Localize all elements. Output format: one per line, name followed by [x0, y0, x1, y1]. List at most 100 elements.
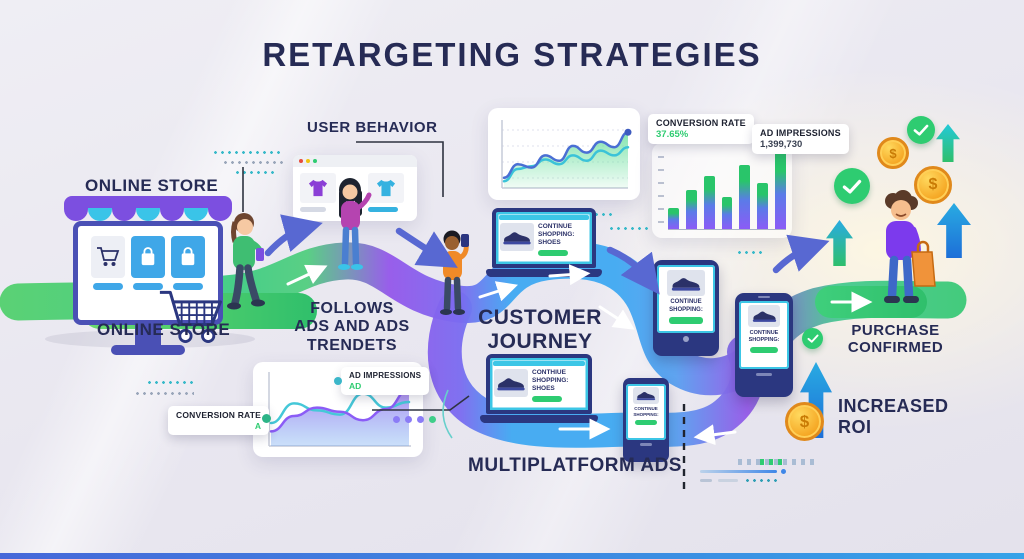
- check-icon: [834, 168, 870, 204]
- online-store-label-top: ONLINE STORE: [85, 176, 219, 195]
- laptop-retargeting-ad-top: CONTINUE SHOPPING: SHOES: [486, 208, 602, 277]
- ad-impressions-bar-chart-card: [652, 143, 792, 238]
- laptop-base: [486, 269, 602, 277]
- price-pill: [173, 283, 203, 290]
- browsing-woman-figure: [338, 178, 372, 270]
- bar-chart-bars: [668, 149, 787, 230]
- cta-button: [669, 317, 703, 324]
- ad-impressions-badge: AD IMPRESSIONS 1,399,730: [752, 124, 849, 154]
- bar: [721, 197, 733, 229]
- maximize-icon: [313, 159, 317, 163]
- dash-decoration: [718, 479, 738, 482]
- browser-titlebar: [293, 155, 417, 167]
- sneaker-icon: [636, 391, 656, 401]
- cta-button: [750, 346, 778, 353]
- awning-scallops: [64, 208, 232, 221]
- conversion-rate-badge-bottom: CONVERSION RATE A: [168, 406, 270, 435]
- bag-product-card: [131, 236, 165, 278]
- conversion-rate-badge: CONVERSION RATE 37.65%: [648, 114, 754, 144]
- buyer-figure: [884, 190, 936, 303]
- home-button: [640, 443, 652, 446]
- awning-top-bar: [64, 196, 232, 208]
- progress-dot: [781, 469, 786, 474]
- bar: [685, 190, 697, 229]
- label-pill: [300, 207, 326, 212]
- online-storefront: [64, 196, 232, 355]
- buy-pill: [368, 207, 398, 212]
- dots-decoration: [212, 150, 284, 155]
- store-monitor: [73, 221, 223, 325]
- bar: [739, 165, 751, 229]
- dollar-coin-icon: $: [785, 402, 824, 441]
- tshirt-icon: [308, 179, 328, 197]
- dollar-coin-icon: $: [914, 166, 952, 204]
- walking-shopper-figure: [227, 213, 265, 310]
- phone-user-figure: [440, 230, 469, 315]
- dots-decoration: [608, 226, 650, 231]
- bar: [757, 183, 769, 229]
- tshirt-icon: [376, 179, 396, 197]
- bag-product-card: [171, 236, 205, 278]
- cta-button: [532, 396, 562, 403]
- shopping-bag-icon: [141, 247, 155, 266]
- dots-decoration: [146, 380, 194, 385]
- cart-product-card: [91, 236, 125, 278]
- browser-bar: [499, 215, 589, 220]
- laptop-retargeting-ad-bottom: CONTHIUE SHOPPING: SHOES: [480, 354, 598, 423]
- multiplatform-ads-label: MULTIPLATFORM ADS: [468, 455, 682, 476]
- shopping-bag-icon: [181, 247, 195, 266]
- sneaker-icon: [752, 311, 776, 322]
- tshirt-product-card: [300, 173, 336, 203]
- tshirt-product-card: [368, 173, 404, 203]
- home-button: [683, 336, 689, 342]
- purchase-confirmed-label: PURCHASE CONFIRMED: [847, 322, 944, 357]
- shopping-cart-large: [159, 290, 222, 344]
- page-title: RETARGETING STRATEGIES: [262, 36, 762, 73]
- bar: [703, 176, 715, 229]
- customer-journey-label: CUSTOMER JOURNEY: [478, 306, 602, 354]
- price-pill: [133, 283, 163, 290]
- follows-ads-label: FOLLOWS ADS AND ADS TRENDETS: [294, 300, 410, 354]
- progress-line-decoration: [700, 470, 777, 473]
- online-store-label-bottom: ONLINE STORE: [97, 320, 231, 339]
- bar: [775, 152, 787, 229]
- price-pill: [93, 283, 123, 290]
- close-icon: [299, 159, 303, 163]
- bottom-accent-bar: [0, 553, 1024, 559]
- dots-decoration: [393, 416, 436, 423]
- phone-retargeting-ad-bottom: CONTINUE SHOPPING:: [623, 378, 669, 462]
- speaker: [758, 296, 770, 298]
- monitor-stand: [135, 325, 161, 345]
- dots-decoration: [222, 160, 286, 165]
- check-icon: [907, 116, 935, 144]
- bar: [668, 208, 679, 229]
- phone-retargeting-ad-right: CONTINUE SHOPPING:: [735, 293, 793, 397]
- sneaker-icon: [671, 277, 701, 291]
- cta-button: [635, 420, 657, 426]
- monitor-base: [111, 345, 185, 355]
- browser-bar: [493, 361, 585, 366]
- dots-decoration: [586, 212, 614, 217]
- dots-decoration: [744, 478, 780, 483]
- dashes-decoration-green: [760, 459, 782, 465]
- minimize-icon: [306, 159, 310, 163]
- dots-decoration: [134, 391, 194, 396]
- cta-button: [538, 250, 568, 257]
- bar-chart-axis-ticks: [658, 156, 664, 223]
- dots-decoration: [234, 170, 276, 175]
- sneaker-icon: [503, 231, 531, 244]
- check-icon: [802, 328, 823, 349]
- tablet-retargeting-ad: CONTINUE SHOPPING:: [653, 260, 719, 356]
- conversion-line-chart: [501, 120, 632, 189]
- user-behavior-label: USER BEHAVIOR: [307, 119, 438, 136]
- dollar-coin-icon: $: [877, 137, 909, 169]
- home-button: [756, 373, 772, 376]
- chart-point-dot-green: [262, 414, 271, 423]
- ad-impressions-badge-bottom: AD IMPRESSIONS AD: [341, 367, 430, 395]
- shopping-cart-icon: [97, 247, 120, 266]
- chart-point-dot-teal: [334, 377, 342, 385]
- laptop-base: [480, 415, 598, 423]
- conversion-line-chart-card: [488, 108, 640, 200]
- dots-decoration: [736, 250, 764, 255]
